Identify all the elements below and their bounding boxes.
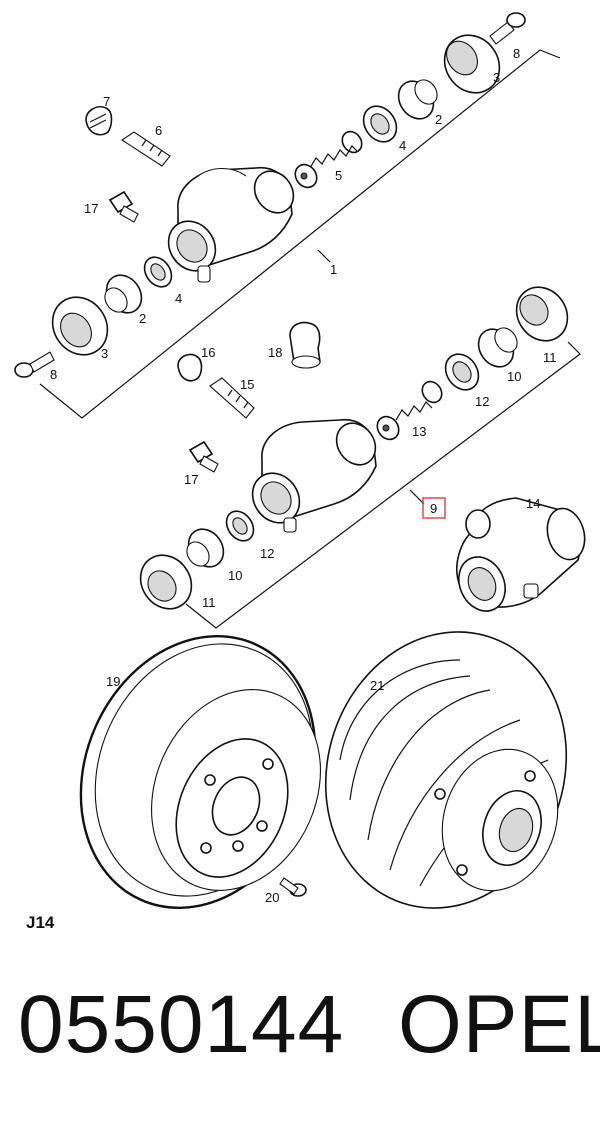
callout-17-lower: 17	[184, 472, 198, 487]
cup-seal-lower-left	[225, 510, 255, 542]
cup-seal-upper-right	[362, 105, 398, 143]
brand-name: OPEL	[398, 979, 600, 1070]
callout-3-upper: 3	[493, 70, 500, 85]
callout-10-upper: 10	[507, 369, 521, 384]
callout-6: 6	[155, 123, 162, 138]
exploded-parts-diagram: 8 3 2 4 5 7 6 17 1 4 2 3 8 16 18 15 11 1…	[14, 12, 586, 932]
callout-4-upper: 4	[399, 138, 406, 153]
caption-bar: 0550144 OPEL	[0, 975, 600, 1085]
brake-drum-19	[79, 635, 321, 909]
callout-13: 13	[412, 424, 426, 439]
piston-upper-left	[104, 274, 143, 314]
bleed-valve-6	[120, 131, 171, 167]
bleed-screw-upper	[489, 12, 526, 45]
sheet-code: J14	[26, 913, 55, 932]
dust-cap-16	[177, 353, 203, 382]
callout-14: 14	[526, 496, 540, 511]
callout-8-upper: 8	[513, 46, 520, 61]
cup-seal-upper-left	[143, 256, 173, 288]
screw-17-lower	[188, 440, 219, 473]
wheel-cylinder-body-lower	[251, 419, 377, 533]
callout-17-upper: 17	[84, 201, 98, 216]
cup-seal-lower-right	[444, 353, 480, 391]
callout-19: 19	[106, 674, 120, 689]
callout-3-lower: 3	[101, 346, 108, 361]
callout-12-upper: 12	[475, 394, 489, 409]
wheel-cylinder-assembled-14	[456, 497, 586, 612]
callout-2-lower: 2	[139, 311, 146, 326]
spring-lower	[376, 380, 443, 441]
callout-4-lower: 4	[175, 291, 182, 306]
screw-17-upper	[108, 190, 139, 223]
piston-lower-right	[477, 327, 518, 368]
bleed-valve-15	[209, 377, 255, 419]
callout-7: 7	[103, 94, 110, 109]
callout-18: 18	[268, 345, 282, 360]
callout-16: 16	[201, 345, 215, 360]
callout-5: 5	[335, 168, 342, 183]
highlight-box-9	[422, 497, 446, 519]
assembly-bracket-lower	[185, 341, 581, 629]
piston-upper-right	[397, 79, 438, 120]
dust-cap-upper-right	[443, 34, 501, 94]
piston-lower-left	[186, 528, 225, 568]
callout-1: 1	[330, 262, 337, 277]
callout-8-lower: 8	[50, 367, 57, 382]
dust-cap-upper-left	[51, 296, 109, 356]
callout-11-lower: 11	[202, 595, 216, 610]
dust-cap-small-7	[85, 105, 113, 136]
callout-9: 9	[430, 501, 437, 516]
callout-2-upper: 2	[435, 112, 442, 127]
bleed-screw-lower-left	[14, 351, 55, 378]
dust-cap-lower-left	[139, 554, 193, 610]
callout-11-upper: 11	[543, 350, 557, 365]
callout-15: 15	[240, 377, 254, 392]
callout-12-lower: 12	[260, 546, 274, 561]
callout-21: 21	[370, 678, 384, 693]
dust-cap-lower-right	[515, 286, 569, 342]
brake-drum-21	[324, 631, 568, 909]
assembly-bracket-upper	[39, 49, 561, 419]
screw-20	[279, 877, 307, 897]
part-number: 0550144	[18, 979, 345, 1070]
dust-cap-18	[289, 321, 321, 369]
wheel-cylinder-body-upper	[167, 167, 295, 283]
spring-upper	[294, 130, 363, 189]
callout-20: 20	[265, 890, 279, 905]
callout-10-lower: 10	[228, 568, 242, 583]
